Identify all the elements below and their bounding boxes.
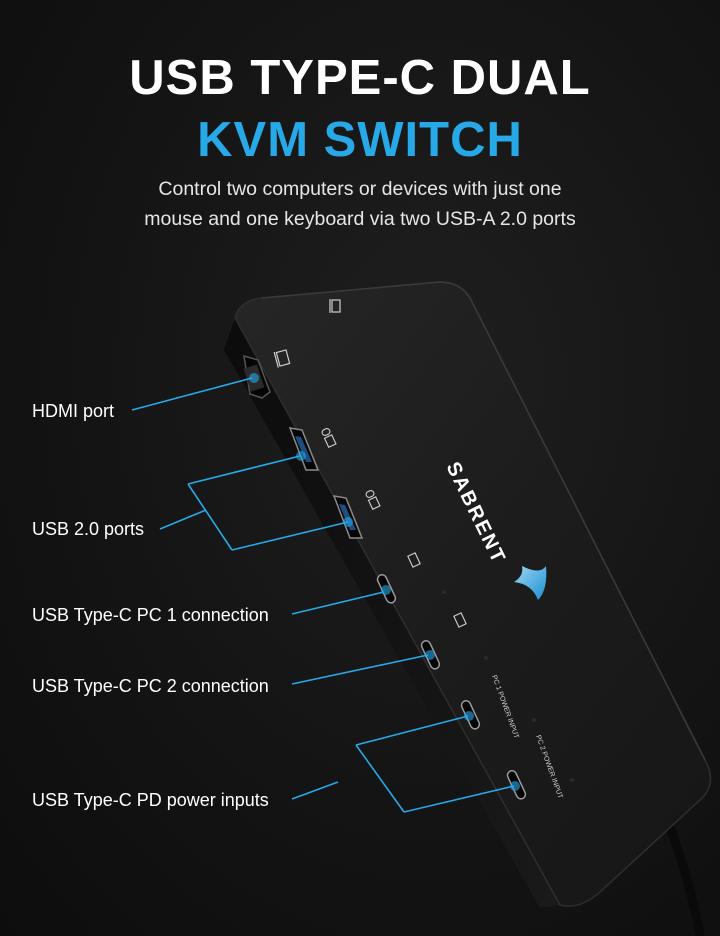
- led-dot: [532, 718, 536, 722]
- pc-icon: [407, 552, 421, 568]
- led-dot: [442, 590, 446, 594]
- callout-pc2: USB Type-C PC 2 connection: [32, 676, 269, 696]
- callout-usb2: USB 2.0 ports: [32, 519, 145, 539]
- monitor-top-icon: [329, 299, 341, 313]
- keyboard-mouse-icon: [365, 490, 381, 511]
- title-line-1: USB TYPE-C DUAL: [129, 51, 591, 105]
- pc-icon: [453, 612, 467, 628]
- subtitle-line-2: mouse and one keyboard via two USB-A 2.0…: [144, 208, 576, 230]
- led-dot: [570, 778, 574, 782]
- led-dot: [484, 656, 488, 660]
- callout-lines: [131, 373, 520, 813]
- brand-logo-swoosh: [514, 566, 547, 600]
- device-top-face: [234, 281, 712, 907]
- callout-power: USB Type-C PD power inputs: [32, 790, 269, 810]
- subtitle-line-1: Control two computers or devices with ju…: [158, 178, 562, 200]
- callout-hdmi: HDMI port: [32, 401, 115, 421]
- keyboard-mouse-icon: [321, 428, 337, 449]
- device-top-edge: [261, 281, 706, 761]
- callout-pc1: USB Type-C PC 1 connection: [32, 605, 269, 625]
- title-line-2: KVM SWITCH: [197, 113, 523, 167]
- subtitle: Control two computers or devices with ju…: [60, 174, 660, 234]
- monitor-icon: [273, 349, 291, 368]
